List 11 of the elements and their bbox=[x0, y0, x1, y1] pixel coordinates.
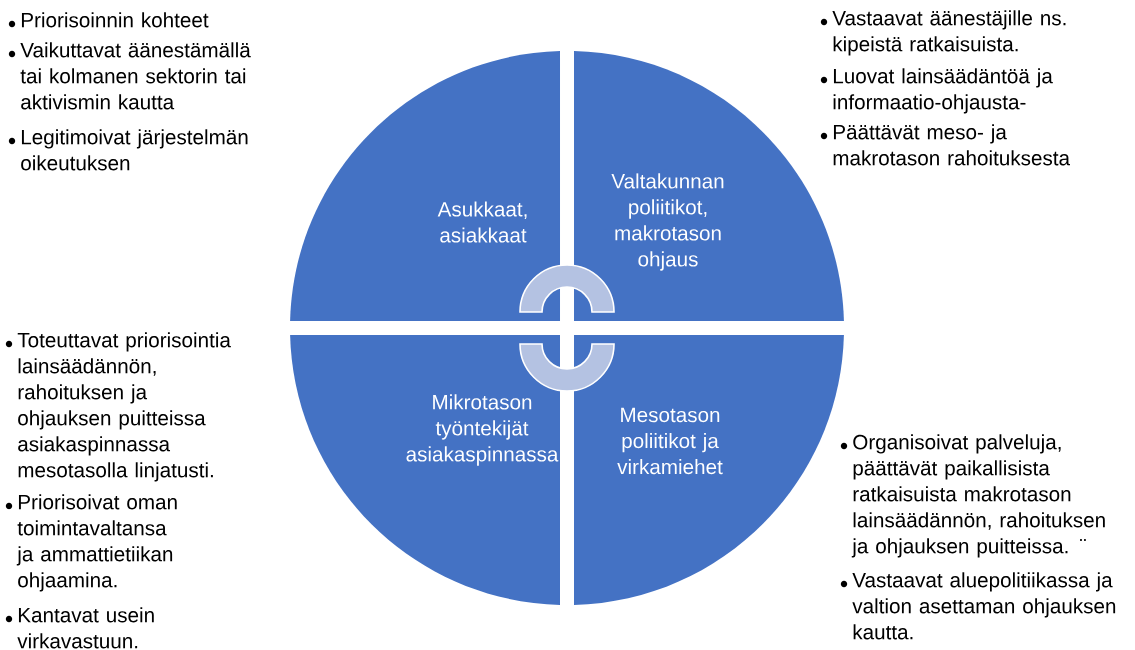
bullet-text: Vastaavat aluepolitiikassa ja valtion asettaman ohjauksen kautta. bbox=[852, 572, 1116, 640]
bullet-text: Organisoivat palveluja, päättävät paikallisista ratkaisuista makrotason lainsäädännön, rahoituksen ja ohjauksen puitteissa. ¨ bbox=[851, 434, 1105, 558]
bullet-text: Vaikuttavat äänestämällä tai kolmanen sektorin tai aktivismin kautta bbox=[20, 42, 251, 110]
bullet-text: Priorisoivat oman toimintavaltansa ja ammattietiikan ohjaamina. bbox=[16, 494, 177, 592]
quadrant-segment: Mesotason poliitikot ja virkamiehet bbox=[574, 335, 844, 605]
quadrant-segment: Mikrotason työntekijät asiakaspinnassa bbox=[290, 335, 560, 605]
quadrant-segment: Asukkaat, asiakkaat bbox=[290, 51, 560, 321]
bullet-text: Legitimoivat järjestelmän oikeutuksen bbox=[21, 129, 248, 171]
bullet-text: Kantavat usein virkavastuun. bbox=[17, 607, 154, 649]
bullet-text: Priorisoinnin kohteet bbox=[21, 12, 209, 28]
bullet-text: Toteuttavat priorisointia lainsäädännön, rahoituksen ja ohjauksen puitteissa asiakaspinnassa mesotasolla linjatusti. bbox=[17, 332, 231, 482]
